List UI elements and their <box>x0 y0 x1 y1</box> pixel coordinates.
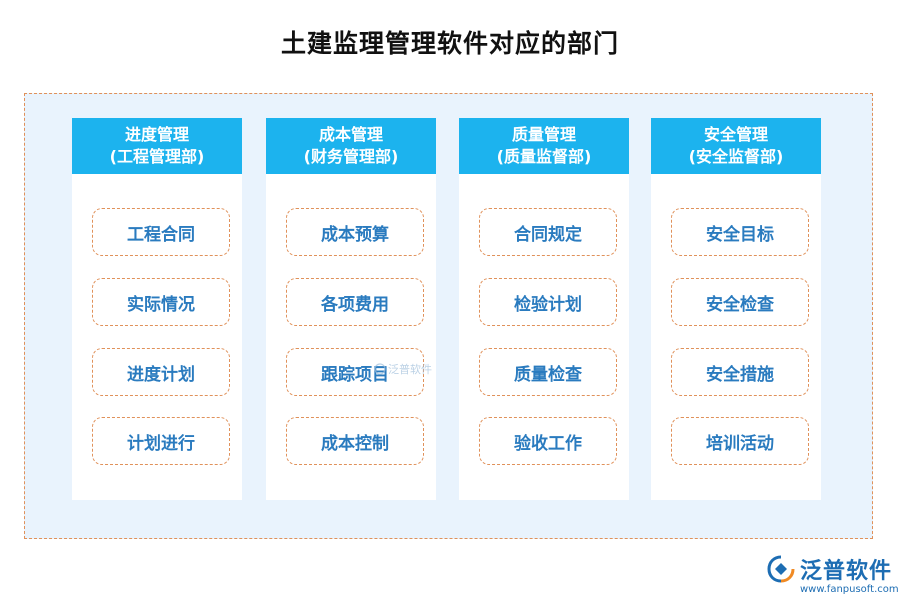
function-box: 安全目标 <box>671 208 809 256</box>
column-header-title: 成本管理 <box>318 125 383 144</box>
function-box: 验收工作 <box>479 417 617 465</box>
function-box: 合同规定 <box>479 208 617 256</box>
column-header-title: 质量管理 <box>511 125 576 144</box>
column-header-department: (财务管理部) <box>303 147 399 166</box>
brand-name: 泛普软件 <box>800 559 893 584</box>
function-box: 工程合同 <box>92 208 230 256</box>
function-box: 成本控制 <box>286 417 424 465</box>
function-box: 质量检查 <box>479 348 617 396</box>
watermark-text: 泛普软件 <box>388 363 432 376</box>
function-box: 计划进行 <box>92 417 230 465</box>
function-box: 实际情况 <box>92 278 230 326</box>
function-box: 跟踪项目 <box>286 348 424 396</box>
function-box: 安全检查 <box>671 278 809 326</box>
watermark: 泛普软件 <box>374 361 432 377</box>
brand-url: www.fanpusoft.com <box>800 584 899 595</box>
page-title: 土建监理管理软件对应的部门 <box>280 29 619 58</box>
brand-logo: 泛普软件 <box>766 552 892 586</box>
column-header: 成本管理 (财务管理部) <box>266 118 436 174</box>
watermark-logo-icon <box>374 363 386 375</box>
department-column-quality: 质量管理 (质量监督部) 合同规定 检验计划 质量检查 验收工作 <box>459 118 629 500</box>
column-header-department: (安全监督部) <box>688 147 784 166</box>
column-header: 安全管理 (安全监督部) <box>651 118 821 174</box>
column-header-department: (质量监督部) <box>496 147 592 166</box>
function-box: 安全措施 <box>671 348 809 396</box>
column-header-title: 安全管理 <box>703 125 768 144</box>
function-box: 检验计划 <box>479 278 617 326</box>
function-box: 培训活动 <box>671 417 809 465</box>
column-header-department: (工程管理部) <box>109 147 205 166</box>
department-column-safety: 安全管理 (安全监督部) 安全目标 安全检查 安全措施 培训活动 <box>651 118 821 500</box>
department-column-progress: 进度管理 (工程管理部) 工程合同 实际情况 进度计划 计划进行 <box>72 118 242 500</box>
function-box: 进度计划 <box>92 348 230 396</box>
fanpu-logo-icon <box>767 555 795 583</box>
function-box: 各项费用 <box>286 278 424 326</box>
function-box: 成本预算 <box>286 208 424 256</box>
column-header: 进度管理 (工程管理部) <box>72 118 242 174</box>
department-column-cost: 成本管理 (财务管理部) 成本预算 各项费用 跟踪项目 成本控制 <box>266 118 436 500</box>
column-header-title: 进度管理 <box>124 125 189 144</box>
column-header: 质量管理 (质量监督部) <box>459 118 629 174</box>
